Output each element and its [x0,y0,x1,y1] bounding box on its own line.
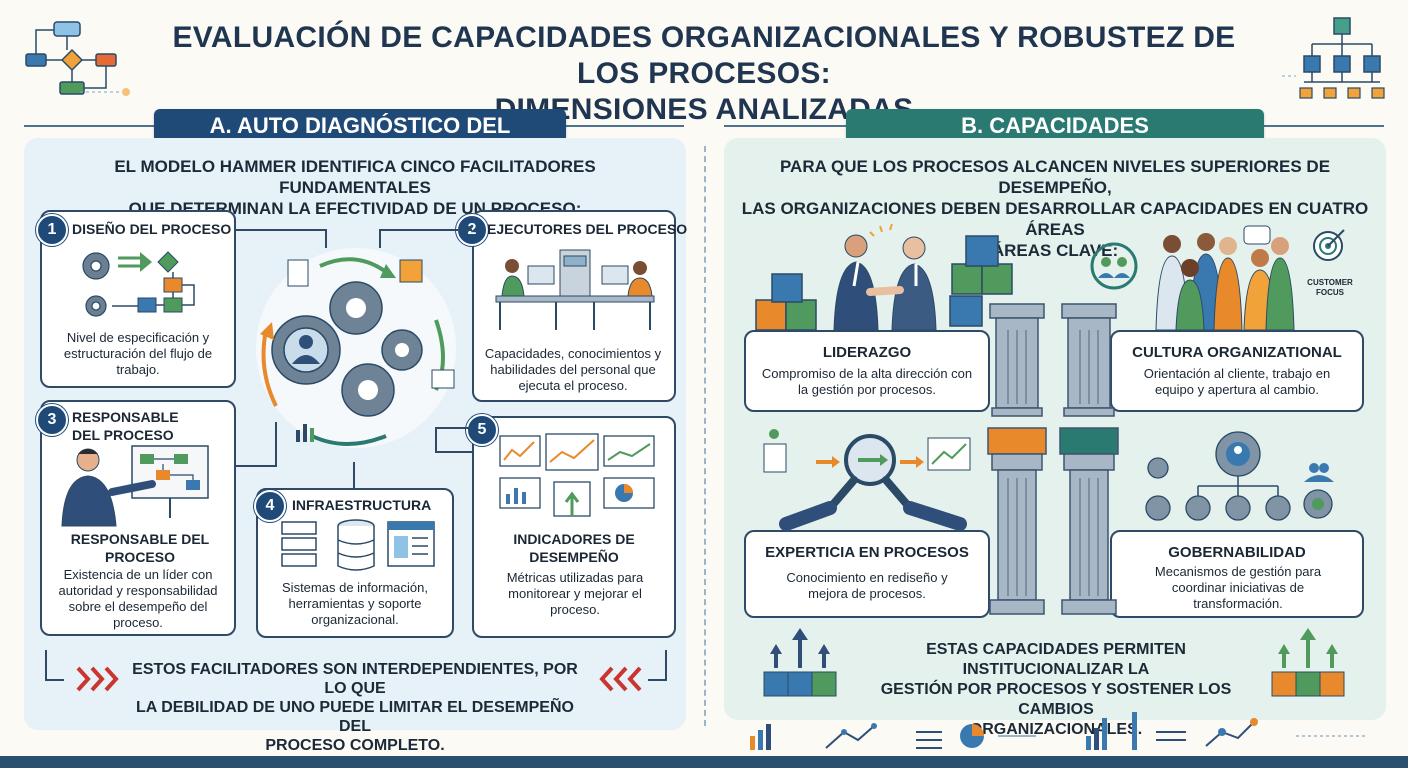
enabler-desc-5: Métricas utilizadas para monitorear y me… [506,570,644,617]
server-icon [281,519,435,571]
worker-desk-icon [495,249,655,330]
capability-desc-liderazgo: Compromiso de la alta dirección con la g… [761,366,973,397]
connector-lines [236,229,472,488]
section-b-panel [724,138,1386,720]
capability-title-experticia: EXPERTICIA EN PROCESOS [765,544,969,561]
capability-desc-experticia: Conocimiento en rediseño y mejora de pro… [786,570,948,601]
bottom-chart-strip-icon [750,712,1366,750]
enabler-title-4: INFRAESTRUCTURA [292,497,432,513]
footer-b-line-2: GESTIÓN POR PROCESOS Y SOSTENER LOS CAMB… [880,681,1232,718]
intro-b-line-1: PARA QUE LOS PROCESOS ALCANCEN NIVELES S… [779,157,1331,197]
footer-a-line-2: LA DEBILIDAD DE UNO PUEDE LIMITAR EL DES… [136,699,574,735]
enabler-desc-3: Existencia de un líder con autoridad y r… [58,567,218,630]
title-line-1: EVALUACIÓN DE CAPACIDADES ORGANIZACIONAL… [172,21,1236,90]
presenter-icon [61,445,209,527]
section-b-intro: PARA QUE LOS PROCESOS ALCANCEN NIVELES S… [740,156,1370,261]
hierarchy-icon [1282,17,1385,99]
enabler-number-1: 1 [36,214,68,246]
chevron-left-icon [599,666,642,692]
flowchart-icon [25,21,130,96]
gear-cluster-icon [256,248,456,448]
capability-title-cultura: CULTURA ORGANIZATIONAL [1132,344,1342,361]
enabler-title-3-line-1: RESPONSABLE [72,409,179,425]
footer-bar [0,756,1408,768]
team-icon [1090,225,1345,331]
section-b-footer: ESTAS CAPACIDADES PERMITEN INSTITUCIONAL… [846,640,1266,740]
section-a-footer: ESTOS FACILITADORES SON INTERDEPENDIENTE… [120,660,590,755]
intro-b-line-2: LAS ORGANIZACIONES DEBEN DESARROLLAR CAP… [741,199,1369,239]
chevron-right-icon [76,666,119,692]
capability-card-liderazgo [744,330,990,412]
enabler-title-1: DISEÑO DEL PROCESO [72,221,232,237]
footer-a-line-3: PROCESO COMPLETO. [265,737,445,754]
customer-focus-line-2: FOCUS [1316,288,1344,297]
capability-title-gobernabilidad: GOBERNABILIDAD [1168,544,1306,561]
capability-desc-cultura: Orientación al cliente, trabajo en equip… [1143,366,1331,397]
enabler-title-5: INDICADORES DE DESEMPEÑO [513,531,635,565]
capability-card-cultura [1110,330,1364,412]
capability-title-liderazgo: LIDERAZGO [822,344,912,361]
footer-a-line-1: ESTOS FACILITADORES SON INTERDEPENDIENTE… [132,661,578,697]
governance-gears-icon [1145,431,1334,521]
page-title: EVALUACIÓN DE CAPACIDADES ORGANIZACIONAL… [140,20,1268,128]
intro-b-line-3: ÁREAS CLAVE: [991,241,1119,260]
intro-a-line-1: EL MODELO HAMMER IDENTIFICA CINCO FACILI… [114,157,596,197]
enabler-number-3: 3 [36,404,68,436]
enabler-number-4: 4 [254,490,286,522]
growth-arrows-icon-right [1271,628,1345,697]
capability-desc-gobernabilidad: Mecanismos de gestión para coordinar ini… [1154,564,1322,611]
intro-a-line-2: QUE DETERMINAN LA EFECTIVIDAD DE UN PROC… [128,199,582,218]
enabler-title-3: RESPONSABLE DEL PROCESO [72,408,179,444]
enabler-subtitle-3: RESPONSABLE DEL PROCESO [70,531,210,565]
section-divider [704,146,706,726]
footer-b-line-3: ORGANIZACIONALES. [969,721,1143,738]
dashboard-icon [499,433,655,517]
growth-arrows-icon [763,628,837,697]
section-a-heading: A. AUTO DIAGNÓSTICO DEL PROCESO [154,109,566,172]
magnifier-icon [763,429,971,531]
pillar-icon [987,303,1119,615]
enabler-title-2: EJECUTORES DEL PROCESO [487,221,688,237]
enabler-desc-1: Nivel de especificación y estructuración… [63,330,213,377]
enabler-title-3-line-2: DEL PROCESO [72,427,174,443]
footer-frame-a [45,650,667,681]
customer-focus-label: CUSTOMER FOCUS [1300,278,1360,298]
enabler-number-5: 5 [466,414,498,446]
capability-card-gobernabilidad [1110,530,1364,618]
enabler-desc-4: Sistemas de información, herramientas y … [282,580,428,627]
customer-focus-line-1: CUSTOMER [1307,278,1353,287]
handshake-icon [755,223,1013,331]
process-flow-icon [82,251,195,317]
capability-card-experticia [744,530,990,618]
enabler-card-2 [472,210,676,402]
section-a-intro: EL MODELO HAMMER IDENTIFICA CINCO FACILI… [40,156,670,219]
footer-b-line-1: ESTAS CAPACIDADES PERMITEN INSTITUCIONAL… [926,641,1186,678]
enabler-desc-2: Capacidades, conocimientos y habilidades… [484,346,662,393]
